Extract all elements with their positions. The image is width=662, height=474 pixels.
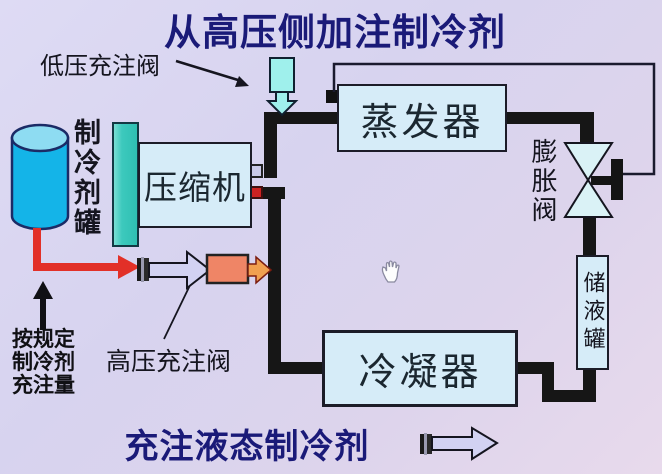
pipe-segment [580,112,594,145]
receiver-label: 储液罐 [580,270,606,355]
evaporator-label: 蒸发器 [360,101,484,144]
low-pressure-valve-label: 低压充注阀 [40,54,160,80]
condenser-label: 冷凝器 [358,352,482,394]
receiver-box: 储液罐 [576,255,609,370]
charge-amount-note-line: 按规定 [12,328,75,351]
high-pressure-pointer-line [163,278,194,340]
pipe-segment [583,215,596,256]
low-pressure-port-icon [269,57,295,93]
pipe-segment [268,192,281,374]
pipe-segment [518,362,554,374]
valve-stem-handle [611,159,623,200]
pipe-segment [263,187,285,199]
compressor-label: 压缩机 [144,171,246,207]
compressor-end-plate [112,122,139,247]
pipe-segment [542,390,596,402]
low-pressure-pointer-arrow [175,59,249,87]
expansion-valve-label: 膨胀阀 [528,138,557,225]
evaporator-box: 蒸发器 [337,84,507,152]
page-title: 从高压侧加注制冷剂 [164,13,506,54]
charging-hose-icon [137,249,212,291]
high-pressure-valve-icon [205,253,250,285]
compressor-box: 压缩机 [138,142,252,228]
flow-direction-icon [420,426,499,461]
refrigerant-tank-label: 制冷剂罐 [70,118,100,238]
refrigerant-tank-icon [10,123,70,231]
charge-amount-note-line: 制冷剂 [12,351,75,374]
charge-amount-note: 按规定 制冷剂 充注量 [12,328,75,397]
pipe-segment [264,112,277,178]
charge-amount-arrow [33,281,53,330]
bottom-caption: 充注液态制冷剂 [124,429,370,466]
hand-cursor-icon [381,260,400,283]
high-pressure-valve-label: 高压充注阀 [106,349,232,376]
condenser-box: 冷凝器 [322,330,518,407]
pipe-segment [268,362,322,374]
charge-amount-note-line: 充注量 [12,374,75,397]
